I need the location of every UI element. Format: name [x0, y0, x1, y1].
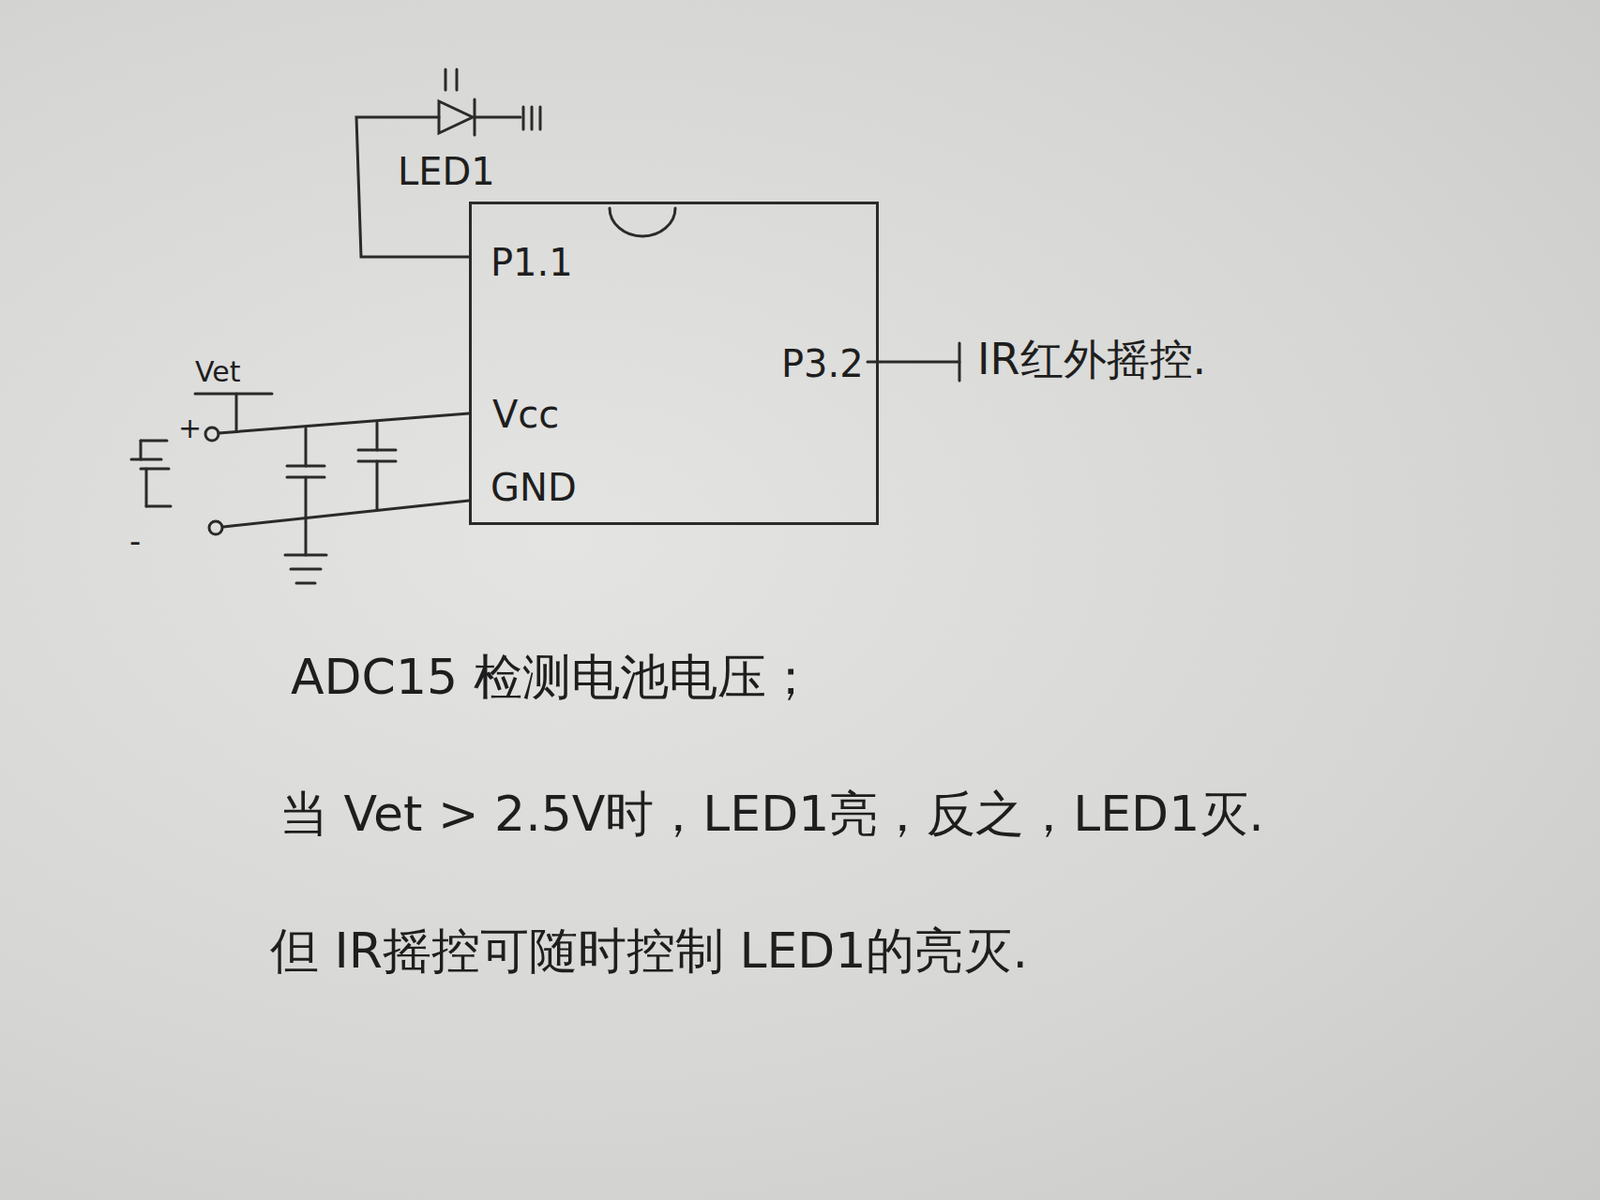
chip-notch	[609, 208, 676, 237]
chip-outline: P1.1P3.2VccGND	[468, 201, 879, 526]
wire	[474, 116, 521, 120]
part-name: LED1	[397, 152, 496, 191]
terminal	[205, 427, 219, 441]
pin-label: Vcc	[492, 395, 559, 434]
wire-end	[958, 343, 962, 381]
battery-symbol	[140, 439, 167, 443]
ground-symbol	[285, 554, 327, 558]
capacitor-symbol	[376, 461, 379, 511]
pin-label: P1.1	[490, 243, 574, 282]
led-symbol	[438, 101, 473, 134]
capacitor-symbol	[304, 477, 308, 518]
note: 当 Vet > 2.5V时，LED1亮，反之，LED1灭.	[279, 789, 1265, 839]
terminal-mark	[530, 106, 534, 130]
light-mark	[455, 69, 459, 91]
terminal	[209, 521, 223, 535]
terminal-mark	[522, 106, 526, 130]
capacitor-symbol	[376, 422, 379, 451]
terminal-mark	[539, 106, 543, 130]
terminal-mark: -	[129, 525, 141, 558]
ground-symbol	[290, 568, 321, 572]
ground-symbol	[296, 582, 316, 586]
capacitor-symbol	[358, 449, 396, 453]
signal-name: Vet	[195, 358, 241, 387]
note: ADC15 检测电池电压；	[290, 652, 816, 702]
signal-name: IR红外摇控.	[977, 337, 1207, 381]
wire	[235, 393, 239, 432]
battery-symbol	[146, 505, 171, 509]
wire	[195, 392, 272, 396]
terminal-mark: +	[178, 414, 202, 443]
battery-symbol	[131, 458, 162, 462]
wire	[223, 500, 469, 528]
note: 但 IR摇控可随时控制 LED1的亮灭.	[270, 926, 1028, 976]
capacitor-symbol	[304, 428, 308, 467]
pin-label: P3.2	[781, 345, 864, 383]
pin-label: GND	[490, 468, 577, 507]
battery-symbol	[139, 440, 143, 460]
battery-symbol	[145, 468, 149, 507]
light-mark	[444, 69, 448, 91]
wire	[867, 361, 960, 364]
ground-symbol	[304, 517, 308, 556]
capacitor-symbol	[286, 465, 325, 468]
wire	[218, 413, 469, 434]
